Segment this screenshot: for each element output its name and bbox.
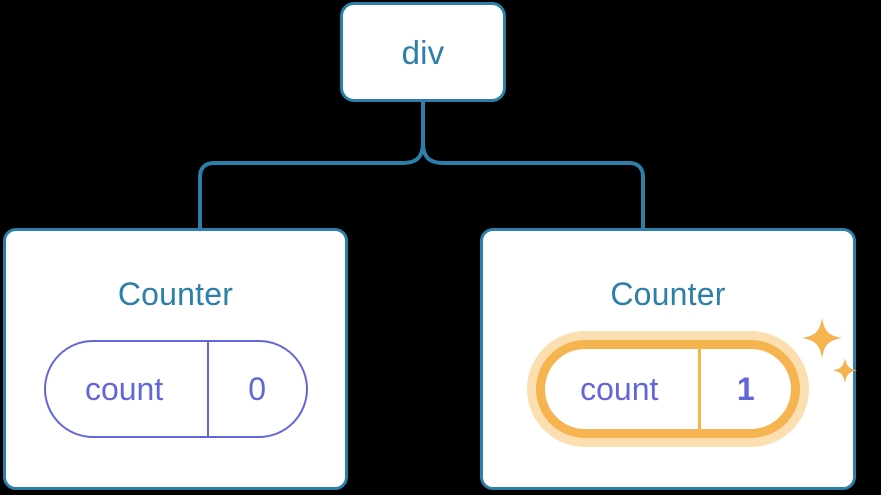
sparkle-large-icon: [802, 318, 842, 358]
node-label-div: div: [401, 33, 445, 71]
state-pill[interactable]: count 0: [43, 340, 308, 438]
sparkles-group: [802, 318, 858, 383]
connector-right-branch: [421, 100, 645, 228]
state-key: count: [84, 371, 164, 407]
state-key: count: [580, 371, 659, 407]
state-pill-wrapper: count 0: [43, 340, 308, 438]
state-value: 0: [206, 342, 306, 436]
state-pill-wrapper: count 1: [536, 318, 858, 438]
state-value: 1: [697, 349, 791, 429]
connector-left-branch: [198, 141, 425, 228]
state-pill-highlighted[interactable]: count 1: [536, 340, 800, 438]
node-title: Counter: [117, 276, 234, 312]
node-title: Counter: [610, 276, 726, 312]
sparkle-small-icon: [832, 358, 858, 383]
tree-node-div[interactable]: div: [340, 2, 506, 102]
tree-node-counter-left[interactable]: Counter count 0: [3, 228, 348, 490]
tree-node-counter-right[interactable]: Counter count 1: [480, 228, 858, 490]
